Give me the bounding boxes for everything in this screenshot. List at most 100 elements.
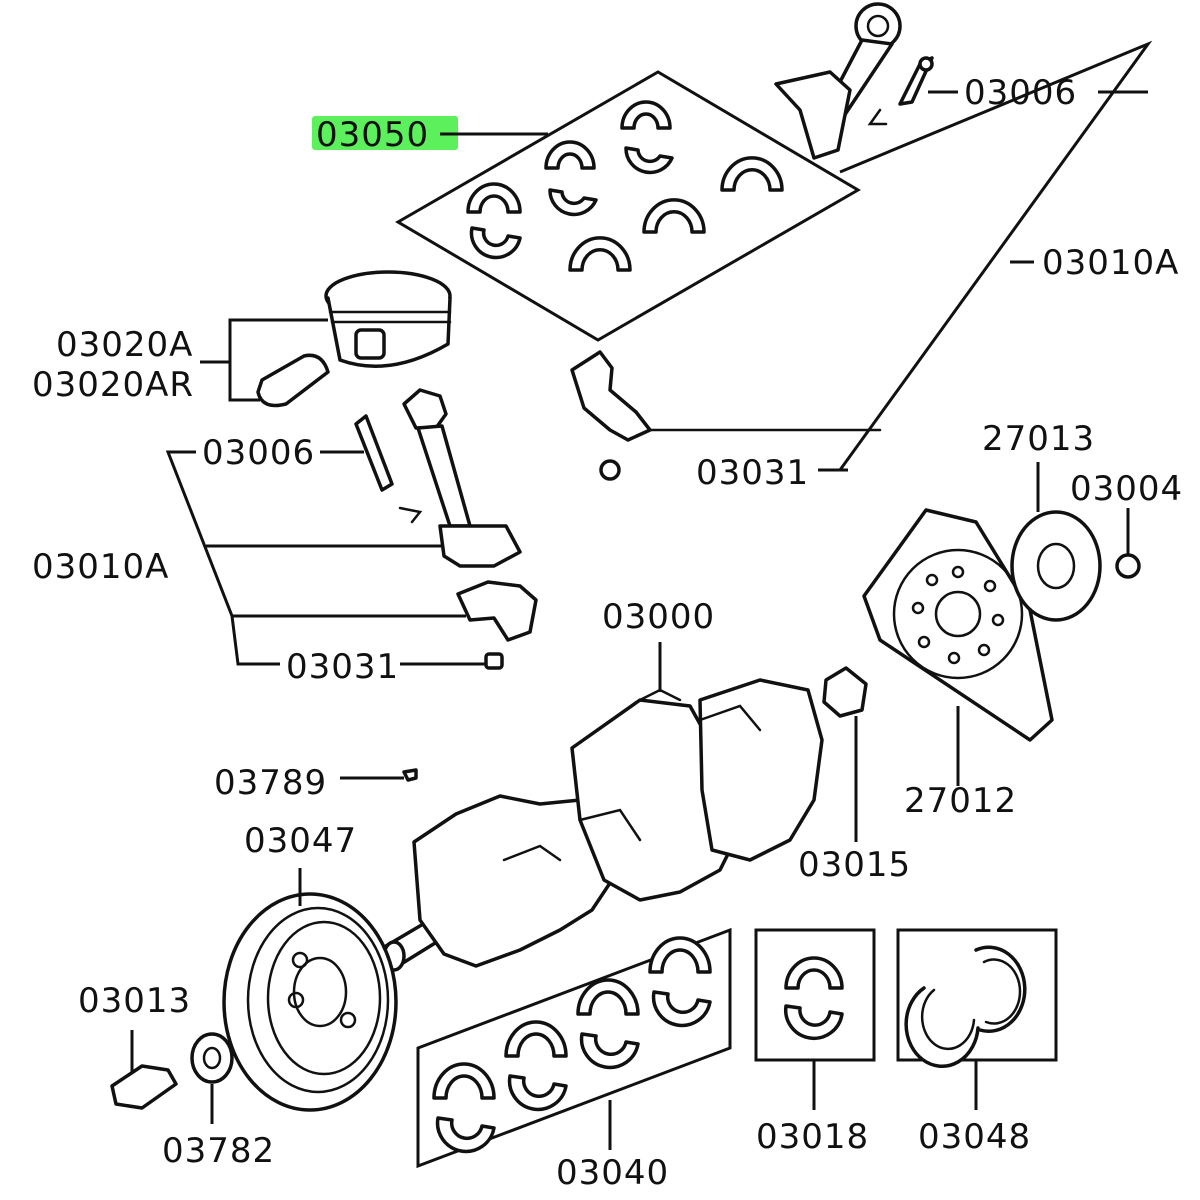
bearing-shell [651, 990, 712, 1028]
adapter-plate [1010, 510, 1102, 622]
rod-small-end-bore [866, 14, 890, 38]
pulley-washer-hole [202, 1046, 222, 1070]
rod-nut [599, 459, 621, 481]
rod-small-end [402, 388, 448, 430]
label-03004[interactable]: 03004 [1070, 469, 1183, 509]
bolt-hole [977, 643, 991, 657]
piston-skirt [326, 296, 452, 368]
rod-group-frame-left [165, 450, 280, 666]
label-03050[interactable]: 03050 [316, 115, 429, 155]
pulley-groove [246, 906, 390, 1094]
label-03015[interactable]: 03015 [798, 845, 911, 885]
bearing-shell [642, 198, 706, 234]
main-bearing-set-group [416, 927, 732, 1169]
drive-plate [862, 508, 1054, 742]
bearing-shell [466, 182, 522, 214]
label-03040[interactable]: 03040 [556, 1153, 669, 1193]
piston-bracket [228, 318, 328, 402]
bearing-shell [720, 156, 784, 192]
crank-journal-line [502, 844, 562, 862]
rod-big-end [774, 70, 852, 160]
rod-big-end [438, 524, 522, 568]
label-27012[interactable]: 27012 [904, 781, 1017, 821]
thrust-washer-group [896, 928, 1058, 1110]
label-03048[interactable]: 03048 [918, 1117, 1031, 1157]
connecting-rod-top [774, 2, 958, 160]
rod-bolt [354, 414, 394, 492]
label-03031-left[interactable]: 03031 [286, 647, 399, 687]
bearing-shell [504, 1020, 568, 1058]
bearing-shell [568, 236, 632, 272]
label-03782[interactable]: 03782 [162, 1131, 275, 1171]
label-03018[interactable]: 03018 [756, 1117, 869, 1157]
label-03789[interactable]: 03789 [214, 763, 327, 803]
label-03010A-right[interactable]: 03010A [1042, 243, 1179, 283]
bolt-hole [951, 565, 965, 579]
rod-cap-right [570, 350, 882, 481]
thrust-washer-inner [920, 988, 976, 1051]
pulley-bolt-washer [110, 1030, 234, 1124]
piston-pin [256, 353, 330, 408]
pulley-hole [287, 991, 305, 1009]
label-03031-right[interactable]: 03031 [696, 453, 809, 493]
spacer [822, 666, 868, 718]
bolt-hole [917, 635, 931, 649]
piston-assembly [200, 270, 452, 408]
bolt-hole [991, 613, 1005, 627]
pulley-groove [266, 920, 382, 1076]
crank-middle-throw [570, 698, 742, 902]
part-number-labels: 03050 03006 03010A 03020A 03020AR 03006 … [32, 73, 1183, 1193]
drive-plate-assembly [862, 462, 1141, 786]
label-03013[interactable]: 03013 [78, 981, 191, 1021]
rod-detail-line [398, 506, 423, 524]
drive-plate-center [934, 590, 982, 638]
crank-front-throw [412, 794, 614, 968]
thrust-bearing-shell [784, 956, 844, 990]
label-03006-left[interactable]: 03006 [202, 433, 315, 473]
rod-bolt-head [918, 56, 934, 72]
bearing-shell [507, 1074, 568, 1112]
rod-nut [484, 652, 504, 670]
rod-cap [456, 580, 538, 642]
part-highlight [312, 116, 458, 150]
label-03047[interactable]: 03047 [244, 821, 357, 861]
pulley-hole [291, 951, 309, 969]
rod-group-frame-right [838, 40, 1153, 471]
label-03006-top[interactable]: 03006 [964, 73, 1077, 113]
thrust-bearing-shell [783, 1004, 844, 1040]
label-03020AR[interactable]: 03020AR [32, 365, 194, 405]
bearing-shell [620, 100, 672, 130]
label-27013[interactable]: 27013 [982, 419, 1095, 459]
pulley-hole [339, 1011, 357, 1029]
bearing-shell [548, 188, 598, 217]
label-03020A[interactable]: 03020A [56, 325, 193, 365]
bearing-shell [432, 1062, 496, 1100]
adapter-plate-center [1036, 542, 1076, 590]
thrust-bearing-group [754, 928, 876, 1110]
bolt-hole [911, 601, 925, 615]
rod-cap [570, 350, 652, 442]
label-03000[interactable]: 03000 [602, 597, 715, 637]
thrust-washer-inner [982, 958, 1022, 1025]
pulley-outer [222, 892, 398, 1112]
bolt-hole [983, 579, 997, 593]
woodruff-key [402, 768, 418, 782]
bearing-shell [544, 140, 596, 170]
crank-spacer [822, 666, 868, 842]
flywheel-bolt [1115, 553, 1141, 579]
piston-pin-boss [354, 328, 386, 360]
crank-journal-line [698, 704, 762, 732]
bearing-shell [579, 1032, 640, 1070]
pulley-washer [190, 1032, 234, 1084]
crank-pulley [222, 868, 398, 1112]
bolt-hole [925, 573, 939, 587]
bearing-shell [624, 146, 674, 175]
pulley-bolt [110, 1064, 178, 1110]
bearing-set-frame [395, 70, 861, 342]
main-bearing-frame [416, 927, 732, 1169]
connecting-rod-left [165, 388, 538, 670]
label-03010A-left[interactable]: 03010A [32, 547, 169, 587]
bearing-shell [435, 1116, 496, 1154]
